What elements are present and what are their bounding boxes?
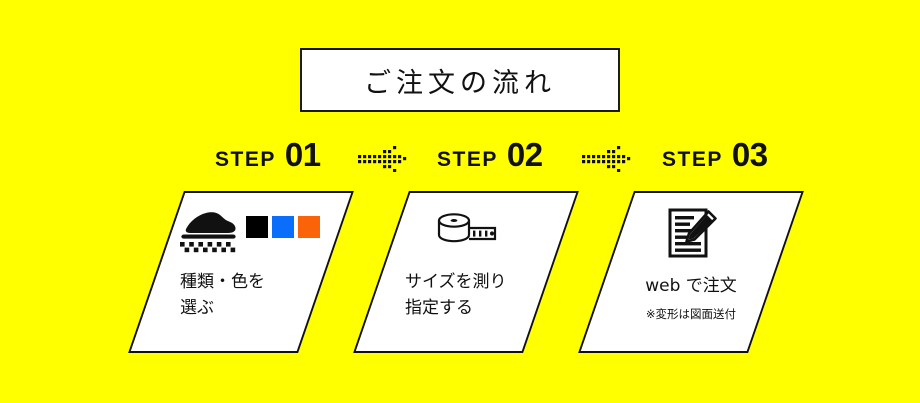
dotted-arrow-icon (582, 146, 632, 172)
step-03-note: ※変形は図面送付 (645, 307, 737, 321)
step-number-02: 02 (506, 136, 543, 173)
swatch-orange[interactable] (298, 216, 320, 238)
step-02-caption: サイズを測り 指定する (405, 272, 507, 319)
dotted-arrow-icon (358, 146, 408, 172)
page-title-box: ご注文の流れ (300, 48, 620, 112)
color-swatch-group[interactable] (246, 216, 320, 238)
step-card-02[interactable]: サイズを測り 指定する (353, 191, 579, 353)
step-number-01: 01 (284, 136, 321, 173)
step-label-03: STEP 03 (662, 138, 768, 182)
dress-shoe-icon (180, 212, 236, 253)
step-03-icon-area (608, 207, 774, 259)
step-02-icon-area (383, 207, 549, 259)
step-label-01: STEP 01 (215, 138, 321, 182)
step-03-caption: web で注文 (645, 276, 737, 296)
step-header-row: STEP 01 STEP 02 STEP 03 (0, 138, 920, 182)
tape-measure-icon (437, 213, 497, 243)
step-01-caption: 種類・色を 選ぶ (180, 272, 265, 319)
step-card-03[interactable]: web で注文 ※変形は図面送付 (578, 191, 804, 353)
step-card-01[interactable]: 種類・色を 選ぶ (128, 191, 354, 353)
step-word-03: STEP (662, 148, 723, 171)
step-label-02: STEP 02 (437, 138, 543, 182)
step-number-03: 03 (731, 136, 768, 173)
swatch-blue[interactable] (272, 216, 294, 238)
step-01-icon-area (158, 207, 324, 259)
step-word-01: STEP (215, 148, 276, 171)
page-title: ご注文の流れ (364, 67, 556, 99)
swatch-black[interactable] (246, 216, 268, 238)
step-word-02: STEP (437, 148, 498, 171)
document-pencil-icon (668, 208, 717, 258)
